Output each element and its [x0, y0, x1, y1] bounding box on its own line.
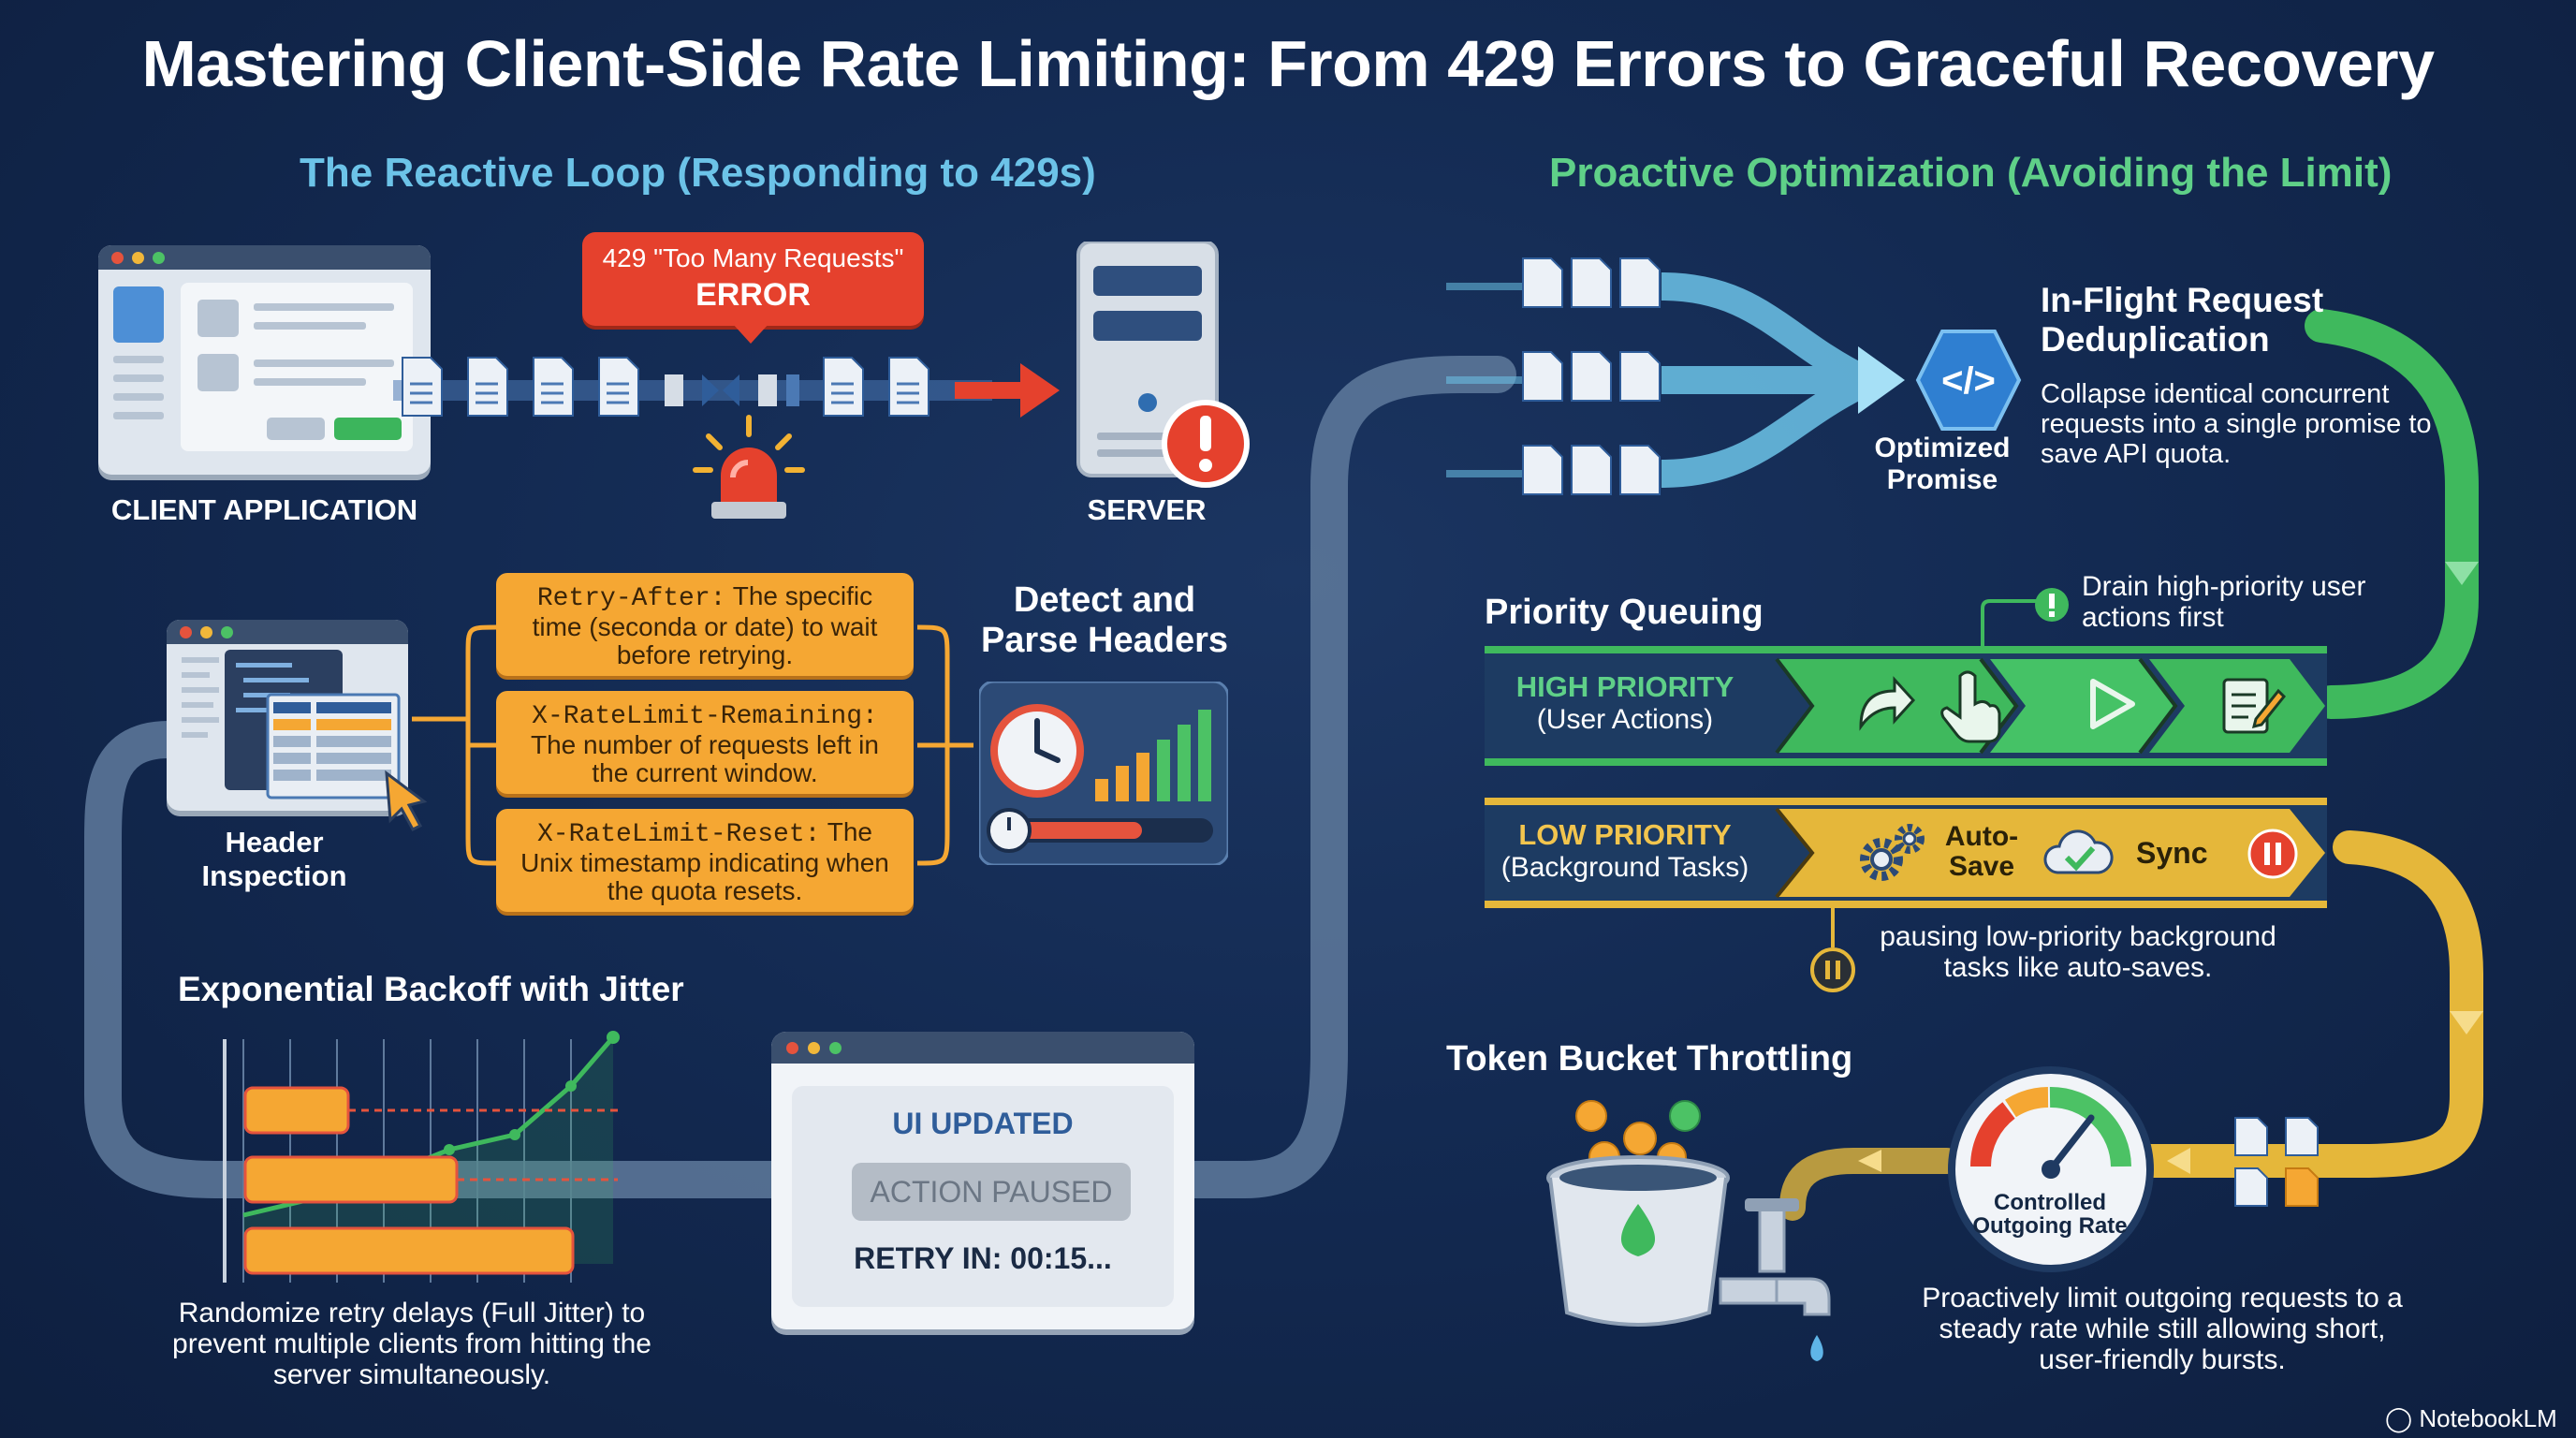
gauge-label: Controlled Outgoing Rate — [1972, 1190, 2128, 1240]
close-dot-icon — [786, 1041, 798, 1054]
token-bucket-desc: Proactively limit outgoing requests to a… — [1922, 1283, 2403, 1375]
backoff-heading: Exponential Backoff with Jitter — [178, 970, 684, 1008]
notebooklm-watermark: ◯ NotebookLM — [2385, 1404, 2557, 1433]
optimized-promise-label: Optimized Promise — [1874, 433, 2011, 495]
pause-low-priority-note: pausing low-priority background tasks li… — [1880, 921, 2276, 983]
maximize-dot-icon — [153, 251, 165, 264]
ui-updated-card: UI UPDATED ACTION PAUSED RETRY IN: 00:15… — [771, 1032, 1194, 1329]
svg-text:</>: </> — [1941, 360, 1996, 402]
minimize-dot-icon — [132, 251, 144, 264]
retry-after-name: Retry-After: — [536, 584, 726, 613]
page-title: Mastering Client-Side Rate Limiting: Fro… — [141, 27, 2435, 100]
error-label-text: ERROR — [695, 277, 811, 313]
ratelimit-reset-desc: The Unix timestamp indicating when the q… — [520, 817, 889, 906]
minimize-dot-icon — [808, 1041, 820, 1054]
pause-connector — [1810, 904, 1855, 992]
error-bubble-tail — [732, 323, 769, 344]
maximize-dot-icon — [221, 625, 233, 638]
metrics-dashboard-icon — [979, 682, 1228, 865]
card-titlebar — [771, 1032, 1194, 1064]
alarm-siren-icon — [693, 415, 805, 519]
dedup-heading: In-Flight Request Deduplication — [2041, 281, 2324, 360]
green-pipe-arrow — [2445, 562, 2479, 585]
deduplication-flow: </> — [1446, 257, 2022, 495]
token-bucket-icon — [1546, 1100, 1831, 1361]
low-priority-sub: (Background Tasks) — [1500, 852, 1749, 883]
edit-document-icon — [2222, 678, 2286, 734]
notebooklm-logo-icon: ◯ — [2385, 1404, 2420, 1432]
detect-parse-headers-label: Detect and Parse Headers — [980, 580, 1229, 660]
drain-high-priority-note: Drain high-priority user actions first — [2082, 571, 2366, 633]
bucket-outflow-pipe — [1779, 1148, 1960, 1221]
outflow-arrow — [1858, 1150, 1881, 1172]
rate-gauge-icon — [1948, 1066, 2154, 1272]
retry-after-box: Retry-After: The specific time (seconda … — [496, 573, 914, 676]
request-stream — [393, 357, 1060, 418]
pause-red-icon — [2247, 829, 2298, 879]
high-priority-label: HIGH PRIORITY (User Actions) — [1485, 670, 1765, 736]
code-inspector-icon — [182, 650, 401, 800]
ui-updated-text: UI UPDATED — [892, 1107, 1074, 1140]
backoff-chart-icon — [223, 1031, 620, 1283]
yellow-pipe-arrow-2 — [2167, 1148, 2190, 1174]
cursor-icon — [385, 770, 428, 831]
ratelimit-reset-name: X-RateLimit-Reset: — [537, 820, 821, 849]
high-priority-title: HIGH PRIORITY — [1515, 670, 1734, 703]
minimize-dot-icon — [200, 625, 212, 638]
reactive-loop-heading: The Reactive Loop (Responding to 429s) — [300, 150, 1096, 196]
client-application-window — [98, 245, 431, 475]
proactive-optimization-heading: Proactive Optimization (Avoiding the Lim… — [1549, 150, 2393, 196]
close-dot-icon — [111, 251, 124, 264]
backoff-caption: Randomize retry delays (Full Jitter) to … — [172, 1298, 651, 1390]
ratelimit-remaining-desc: The number of requests left in the curre… — [531, 730, 879, 788]
low-priority-label: LOW PRIORITY (Background Tasks) — [1485, 818, 1765, 884]
header-inspection-label: Header Inspection — [201, 826, 347, 892]
cloud-sync-icon — [2043, 829, 2114, 874]
retry-after-desc: The specific time (seconda or date) to w… — [532, 581, 878, 670]
play-icon — [2090, 679, 2135, 729]
queued-requests-icon — [2234, 1117, 2319, 1207]
token-bucket-heading: Token Bucket Throttling — [1446, 1039, 1853, 1078]
server-icon — [1076, 242, 1250, 488]
error-code-text: 429 "Too Many Requests" — [602, 243, 904, 272]
inspection-titlebar — [167, 620, 408, 644]
error-429-bubble: 429 "Too Many Requests" ERROR — [582, 232, 924, 326]
close-dot-icon — [180, 625, 192, 638]
card-body: UI UPDATED ACTION PAUSED RETRY IN: 00:15… — [792, 1086, 1174, 1307]
client-app-content-icon — [113, 283, 413, 451]
action-paused-button[interactable]: ACTION PAUSED — [852, 1163, 1131, 1221]
server-label: SERVER — [1087, 493, 1207, 526]
ratelimit-remaining-box: X-RateLimit-Remaining: The number of req… — [496, 691, 914, 794]
maximize-dot-icon — [829, 1041, 842, 1054]
priority-queuing-heading: Priority Queuing — [1485, 593, 1764, 632]
sync-task-label: Sync — [2136, 836, 2208, 870]
header-inspection-window — [167, 620, 408, 811]
client-application-label: CLIENT APPLICATION — [110, 493, 418, 526]
ratelimit-remaining-name: X-RateLimit-Remaining: — [532, 702, 878, 731]
header-bracket-connectors — [412, 624, 973, 866]
auto-save-task-label: Auto- Save — [1944, 821, 2019, 883]
reactive-loop-pipe-right — [1176, 356, 1516, 1198]
ratelimit-reset-box: X-RateLimit-Reset: The Unix timestamp in… — [496, 809, 914, 912]
dedup-desc: Collapse identical concurrent requests i… — [2041, 379, 2432, 469]
note-connector — [1981, 588, 2069, 652]
low-priority-title: LOW PRIORITY — [1518, 818, 1732, 851]
window-titlebar — [98, 245, 431, 270]
high-priority-sub: (User Actions) — [1536, 704, 1714, 735]
gears-icon — [1860, 824, 1925, 881]
high-priority-pipe — [2305, 309, 2479, 719]
retry-countdown-text: RETRY IN: 00:15... — [854, 1241, 1112, 1275]
watermark-text: NotebookLM — [2419, 1404, 2557, 1432]
yellow-pipe-arrow — [2450, 1011, 2483, 1034]
reactive-loop-pipe — [84, 721, 796, 1198]
redirect-arrow-icon — [1859, 676, 1916, 731]
tap-hand-icon — [1940, 670, 2001, 743]
low-priority-pipe — [2127, 830, 2483, 1178]
